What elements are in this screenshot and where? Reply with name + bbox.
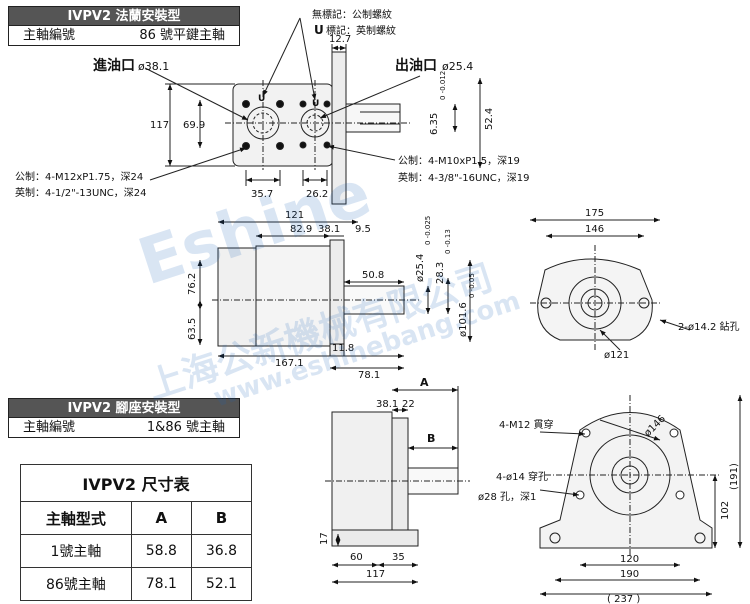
dim-191: (191) <box>729 463 740 490</box>
dim-holes-14-2: 2-ø14.2 鉆孔 <box>678 320 740 333</box>
flange-shaft-label: 主軸編號 <box>23 28 76 43</box>
dim-11-8: 11.8 <box>332 343 354 354</box>
dim-175: 175 <box>585 208 604 219</box>
metric-right: 公制：4-M10xP1.5，深19 <box>398 154 520 167</box>
dim-117-top: 117 <box>150 120 169 131</box>
dim-102: 102 <box>720 501 731 520</box>
u-note: 標記：英制螺紋 <box>326 24 396 37</box>
bottom-front-view <box>539 395 720 555</box>
u-mark-left: U <box>258 94 265 104</box>
dim-50-8: 50.8 <box>362 270 384 281</box>
dim-17: 17 <box>319 532 330 545</box>
dim-76-2: 76.2 <box>187 273 198 295</box>
table-cell-b: 36.8 <box>190 534 253 568</box>
imperial-right: 英制：4-3/8"-16UNC，深19 <box>398 171 530 184</box>
dim-120: 120 <box>620 554 639 565</box>
dim-12-7: 12.7 <box>329 34 351 45</box>
foot-shaft-label: 主軸編號 <box>23 420 76 435</box>
dim-63-5: 63.5 <box>187 318 198 340</box>
dim-22: 22 <box>402 399 415 410</box>
flange-shaft-value: 86 號平鍵主軸 <box>139 28 225 43</box>
dim-69-9: 69.9 <box>183 120 205 131</box>
dim-101-6-tol: 0 -0.05 <box>468 273 476 298</box>
dim-25-4: ø25.4 <box>415 254 426 282</box>
dim-38-1-bottom: 38.1 <box>376 399 398 410</box>
table-cell-type: 1號主軸 <box>20 534 132 568</box>
dim-60: 60 <box>350 552 363 563</box>
dim-237: ( 237 ) <box>607 594 640 604</box>
u-letter: U <box>314 23 324 37</box>
outlet-dia: ø25.4 <box>442 60 473 73</box>
table-row: 86號主軸 78.1 52.1 <box>20 567 253 601</box>
dim-78-1-mid: 78.1 <box>358 370 380 381</box>
dim-9-5: 9.5 <box>355 224 371 235</box>
foot-shaft-value: 1&86 號主軸 <box>146 420 225 435</box>
table-cell-a: 78.1 <box>130 567 192 601</box>
dim-26-2: 26.2 <box>306 189 328 200</box>
size-table: IVPV2 尺寸表 主軸型式 A B 1號主軸 58.8 36.8 86號主軸 … <box>20 464 253 601</box>
inlet-dia: ø38.1 <box>138 60 169 73</box>
dim-6-35: 6.35 <box>429 113 440 135</box>
u-mark-right: U <box>312 99 319 109</box>
dim-146-mid: 146 <box>585 224 604 235</box>
dim-121: 121 <box>285 210 304 221</box>
middle-side-view <box>212 239 420 357</box>
label-b: B <box>427 432 435 445</box>
foot-shaft-row: 主軸編號 1&86 號主軸 <box>8 417 240 438</box>
flange-shaft-row: 主軸編號 86 號平鍵主軸 <box>8 25 240 46</box>
dim-38-1-mid: 38.1 <box>318 224 340 235</box>
dim-35-7: 35.7 <box>251 189 273 200</box>
table-row: 1號主軸 58.8 36.8 <box>20 534 253 568</box>
inlet-label: 進油口 <box>93 57 135 74</box>
label-m12: 4-M12 貫穿 <box>499 418 554 431</box>
unmarked-note: 無標記：公制螺紋 <box>312 8 392 21</box>
dim-82-9: 82.9 <box>290 224 312 235</box>
dim-117-bottom: 117 <box>366 569 385 580</box>
table-cell-type: 86號主軸 <box>20 567 132 601</box>
label-a: A <box>420 376 429 389</box>
label-holes-28: ø28 孔，深1 <box>478 491 536 503</box>
dim-35: 35 <box>392 552 405 563</box>
top-pump-view <box>225 51 410 205</box>
label-holes-14: 4-ø14 穿孔 <box>496 470 548 483</box>
outlet-label: 出油口 <box>395 57 437 74</box>
size-table-col-a: A <box>130 501 192 535</box>
dim-28-3-tol: 0 -0.13 <box>444 229 452 254</box>
dim-167-1: 167.1 <box>275 358 304 369</box>
dim-25-4-tol: 0 -0.025 <box>424 216 432 245</box>
middle-front-view <box>530 245 660 350</box>
bottom-side-view <box>325 411 470 547</box>
dim-6-35-tol: 0 -0.012 <box>439 71 447 100</box>
dim-101-6: ø101.6 <box>458 302 469 337</box>
metric-left: 公制：4-M12xP1.75，深24 <box>15 170 143 183</box>
dim-52-4: 52.4 <box>484 108 495 130</box>
dim-28-3: 28.3 <box>435 262 446 284</box>
table-cell-b: 52.1 <box>190 567 253 601</box>
dim-121-dia: ø121 <box>604 350 629 361</box>
dim-190: 190 <box>620 569 639 580</box>
table-cell-a: 58.8 <box>130 534 192 568</box>
imperial-left: 英制：4-1/2"-13UNC，深24 <box>15 186 147 199</box>
